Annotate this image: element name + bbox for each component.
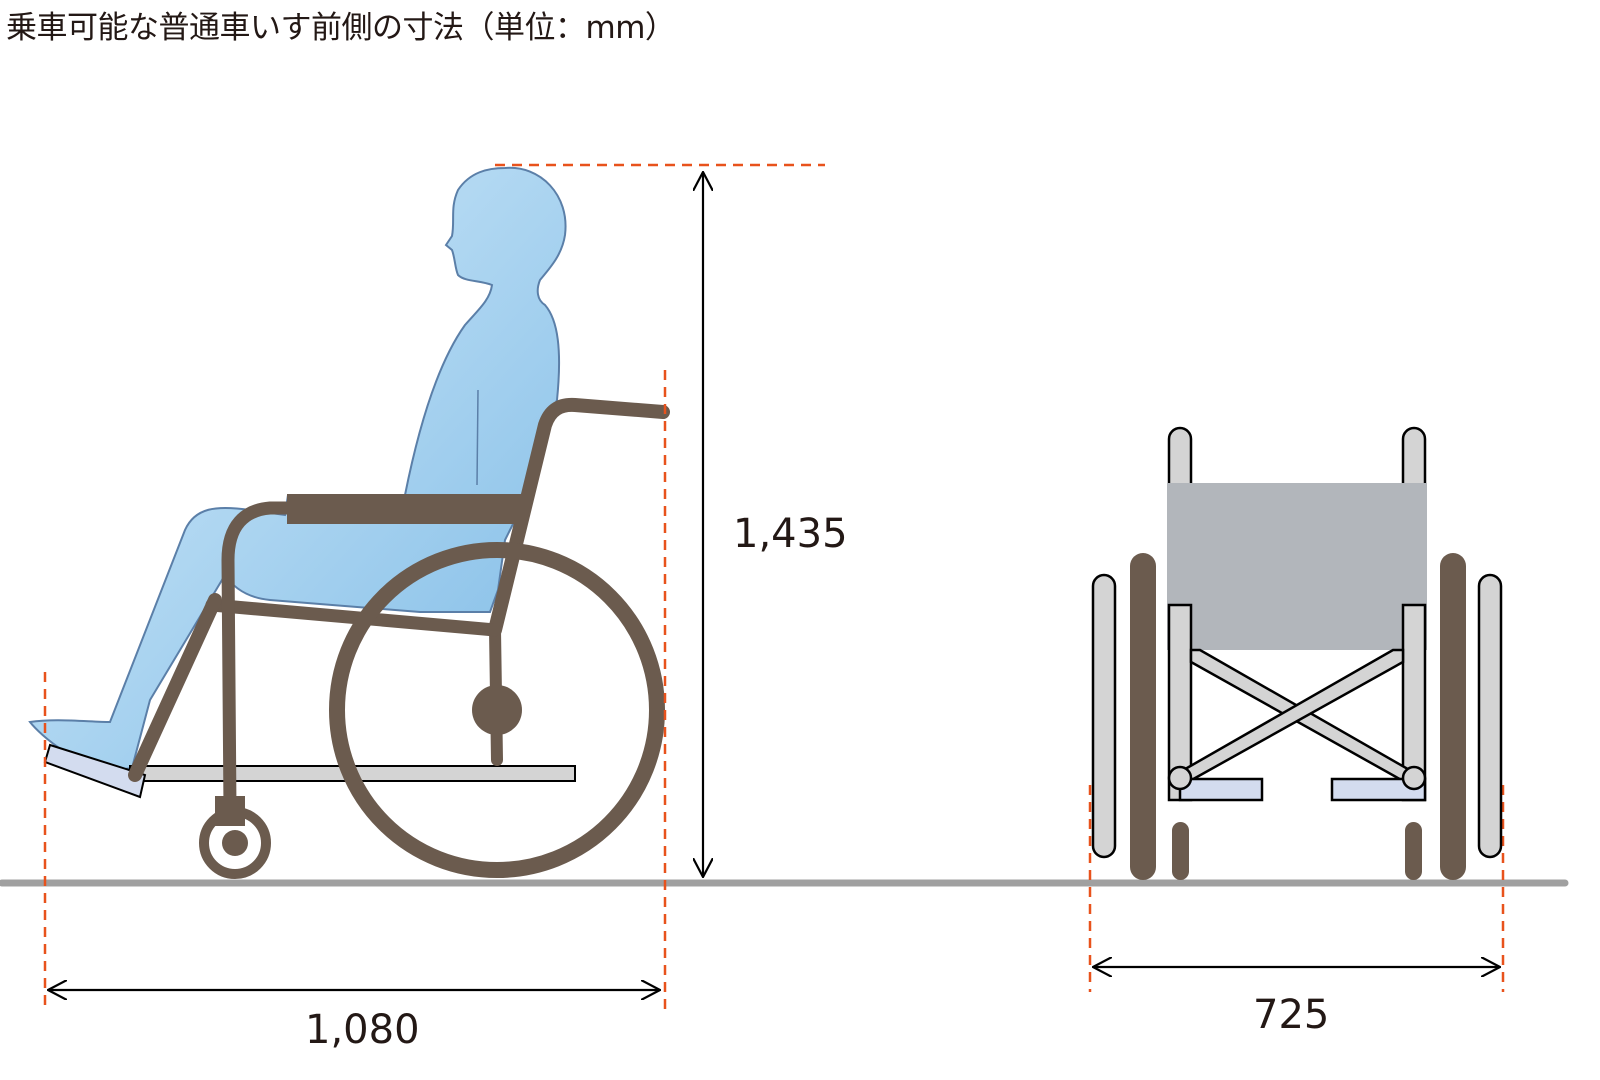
person-figure (28, 166, 567, 772)
front-wheels (1130, 553, 1466, 880)
handrim-right (1477, 573, 1503, 859)
handrim-left (1091, 573, 1117, 859)
wheel-hub (472, 685, 522, 735)
front-view-wheelchair (1091, 426, 1503, 859)
width-label: 725 (1253, 992, 1329, 1038)
armrest (287, 494, 522, 524)
height-label: 1,435 (733, 511, 848, 557)
guide-lines (43, 163, 1505, 1015)
diagram-title: 乗車可能な普通車いす前側の寸法（単位：mm） (6, 10, 676, 46)
seat-back (1167, 483, 1427, 650)
side-view-wheelchair (28, 166, 670, 879)
length-label: 1,080 (305, 1007, 420, 1053)
footrest-left (1178, 777, 1264, 802)
footrest (43, 743, 147, 799)
footrest-right (1330, 777, 1427, 802)
rear-wheel (329, 542, 665, 878)
